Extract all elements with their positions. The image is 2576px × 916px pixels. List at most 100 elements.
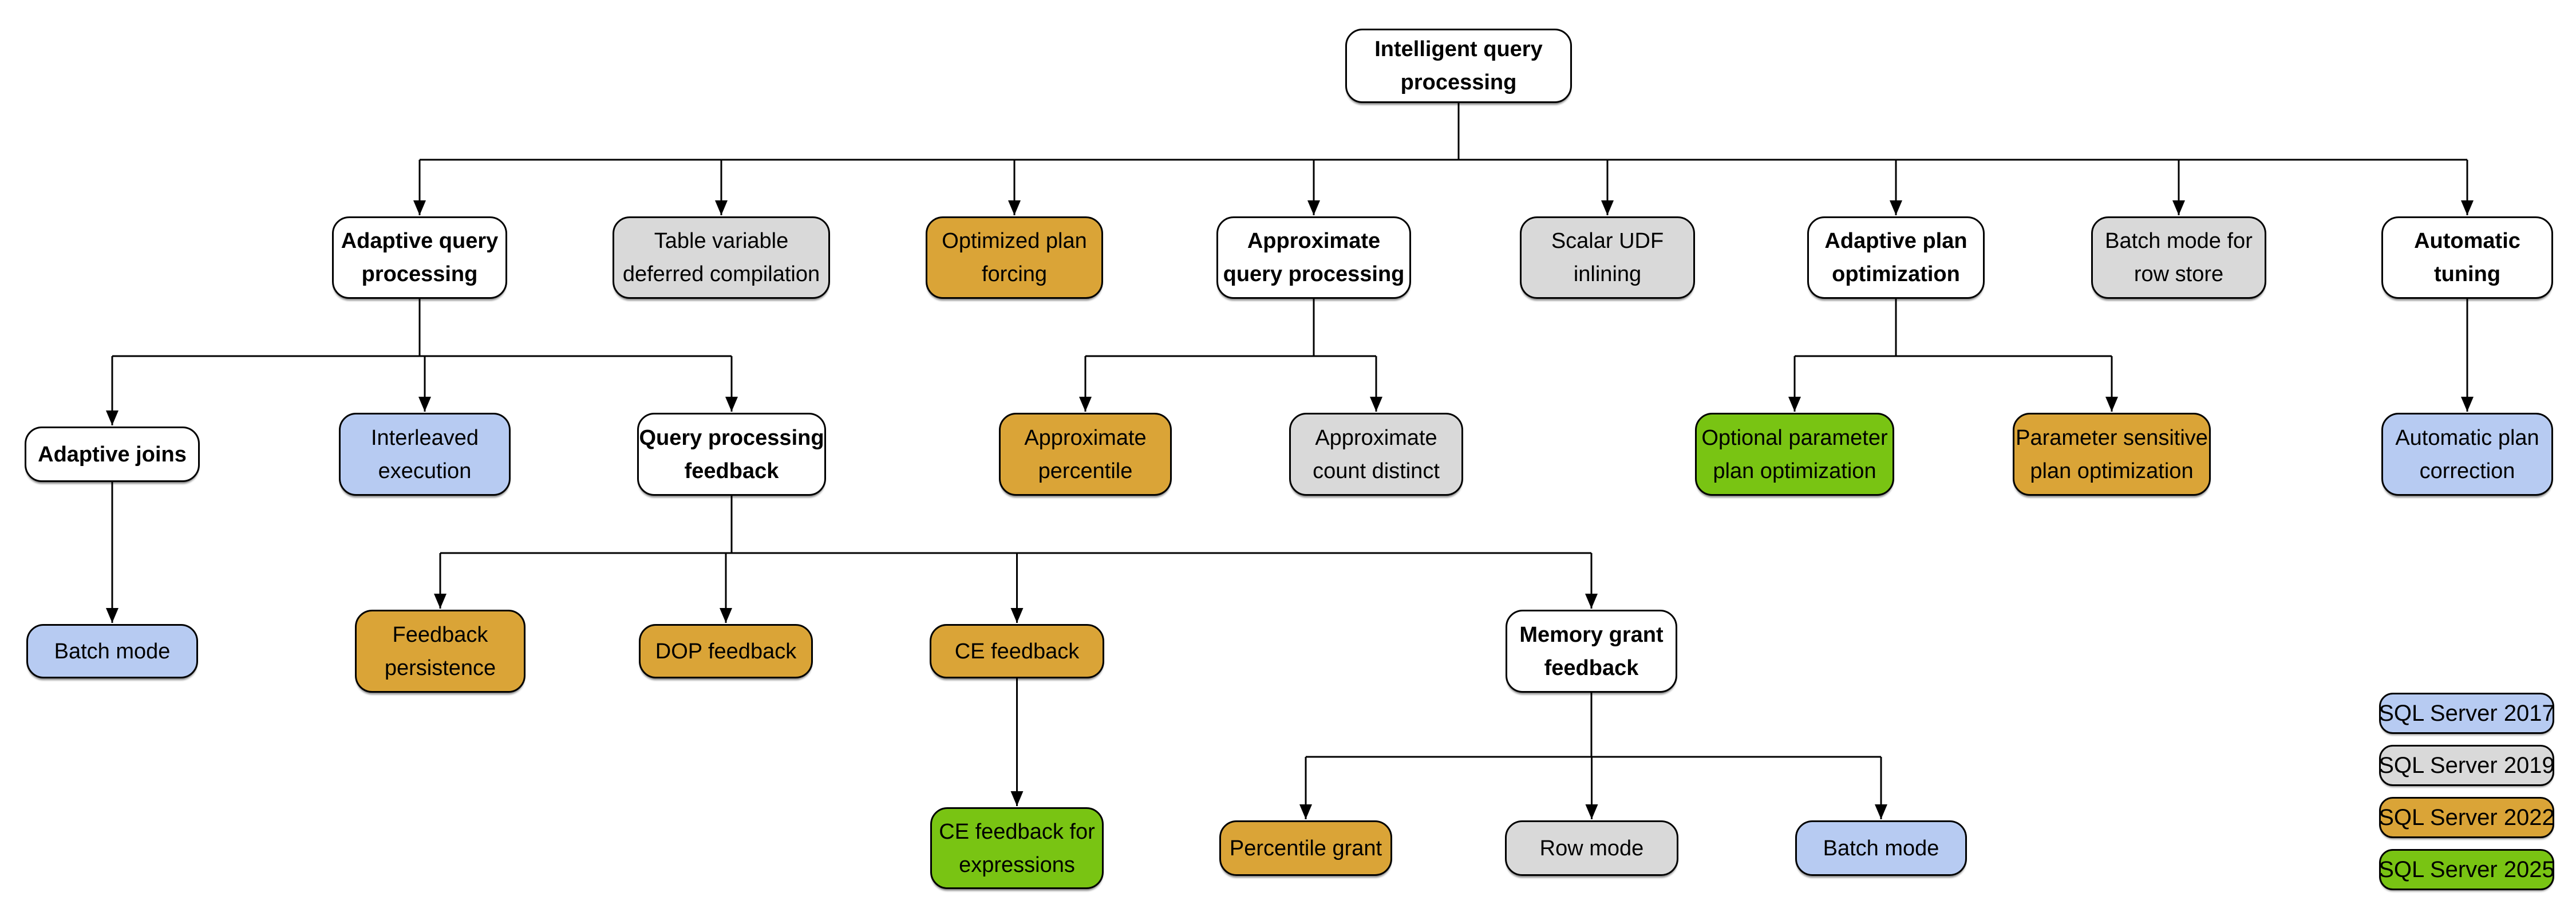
node-label-line: count distinct [1313,459,1440,483]
node-label-line: Optimized plan [942,229,1087,253]
node-label-line: Batch mode [1823,836,1939,860]
node-automatic-tuning: Automatic tuning [2381,216,2553,299]
node-label-line: deferred compilation [622,262,820,286]
node-label-line: Automatic plan [2395,425,2539,450]
node-label-line: Adaptive joins [38,442,187,467]
legend-sql-server-2017: SQL Server 2017 [2379,693,2555,734]
node-automatic-plan-correction: Automatic plan correction [2381,413,2553,496]
node-query-processing-feedback: Query processing feedback [637,413,826,496]
node-label-line: Approximate [1247,229,1381,253]
node-label-line: processing [361,262,478,286]
arrowhead-icon [1008,200,1021,215]
node-label-line: persistence [384,656,496,680]
legend-sql-server-2025: SQL Server 2025 [2379,849,2555,890]
node-label-line: processing [1400,70,1517,94]
node-label-line: expressions [959,852,1075,877]
node-label-line: row store [2134,262,2224,286]
node-batch-mode-for-row-store: Batch mode for row store [2091,216,2266,299]
node-label-line: percentile [1038,459,1133,483]
arrowhead-icon [1370,397,1382,412]
node-label-line: Percentile grant [1229,836,1382,860]
arrowhead-icon [434,594,447,609]
legend-label: SQL Server 2019 [2379,752,2555,778]
node-label-line: correction [2419,459,2515,483]
node-label-line: Approximate [1315,425,1437,450]
node-label-line: Query processing [639,425,824,450]
arrowhead-icon [2461,397,2474,412]
node-table-variable-deferred-compilation: Table variable deferred compilation [613,216,830,299]
arrowhead-icon [413,200,426,215]
node-label-line: Batch mode [54,639,171,664]
node-label-line: query processing [1223,262,1405,286]
node-label-line: Batch mode for [2105,229,2253,253]
node-label-line: plan optimization [2030,459,2194,483]
arrowhead-icon [1585,594,1598,609]
arrowhead-icon [106,608,118,623]
node-approximate-percentile: Approximate percentile [999,413,1172,496]
node-label-line: Scalar UDF [1551,229,1664,253]
node-ce-feedback-for-expressions: CE feedback for expressions [930,807,1104,889]
arrowhead-icon [418,397,431,412]
arrowhead-icon [1010,608,1024,623]
node-percentile-grant: Percentile grant [1219,820,1392,876]
legend-label: SQL Server 2022 [2379,804,2555,830]
arrowhead-icon [1875,804,1887,819]
node-label-line: execution [378,459,472,483]
node-label-line: CE feedback for [939,819,1095,844]
node-label-line: DOP feedback [655,639,797,664]
node-label-line: Feedback [392,622,488,647]
node-memory-grant-feedback: Memory grant feedback [1506,610,1677,693]
node-label-line: Automatic [2414,229,2520,253]
node-label-line: Optional parameter [1701,425,1888,450]
arrowhead-icon [2172,200,2185,215]
node-parameter-sensitive-plan-optimization: Parameter sensitive plan optimization [2013,413,2211,496]
arrowhead-icon [2461,200,2474,215]
arrowhead-icon [715,200,728,215]
node-dop-feedback: DOP feedback [639,624,813,678]
node-approximate-query-processing: Approximate query processing [1216,216,1411,299]
legend-sql-server-2022: SQL Server 2022 [2379,797,2555,838]
arrowhead-icon [106,410,118,425]
node-label-line: plan optimization [1713,459,1876,483]
arrowhead-icon [1601,200,1614,215]
node-label-line: Parameter sensitive [2016,425,2208,450]
arrowhead-icon [2105,397,2118,412]
legend-label: SQL Server 2017 [2379,700,2555,726]
node-label-line: Intelligent query [1374,37,1543,61]
legend-sql-server-2019: SQL Server 2019 [2379,745,2555,786]
node-ce-feedback: CE feedback [930,624,1104,678]
arrowhead-icon [1788,397,1801,412]
node-approximate-count-distinct: Approximate count distinct [1289,413,1463,496]
node-label-line: Row mode [1539,836,1644,860]
arrowhead-icon [725,397,738,412]
node-scalar-udf-inlining: Scalar UDF inlining [1520,216,1695,299]
node-interleaved-execution: Interleaved execution [339,413,511,496]
arrowhead-icon [1079,397,1092,412]
node-label-line: Memory grant [1519,622,1664,647]
node-label-line: Table variable [654,229,789,253]
node-label-line: forcing [981,262,1048,286]
node-optimized-plan-forcing: Optimized plan forcing [926,216,1103,299]
node-label-line: inlining [1573,262,1642,286]
node-label-line: tuning [2433,262,2501,286]
arrowhead-icon [1299,804,1312,819]
node-batch-mode-adaptive-joins: Batch mode [26,624,198,678]
arrowhead-icon [1307,200,1320,215]
arrowhead-icon [720,608,732,623]
node-label-line: Interleaved [370,425,479,450]
node-label-line: CE feedback [954,639,1080,664]
legend-label: SQL Server 2025 [2379,856,2555,882]
node-optional-parameter-plan-optimization: Optional parameter plan optimization [1695,413,1894,496]
node-label-line: feedback [1544,656,1639,680]
node-intelligent-query-processing: Intelligent query processing [1345,29,1572,103]
node-label-line: feedback [684,459,779,483]
node-feedback-persistence: Feedback persistence [355,610,526,693]
arrowhead-icon [1010,791,1024,806]
node-label-line: Approximate [1024,425,1147,450]
node-label-line: Adaptive plan [1824,229,1967,253]
node-batch-mode-memory-grant: Batch mode [1795,820,1967,876]
